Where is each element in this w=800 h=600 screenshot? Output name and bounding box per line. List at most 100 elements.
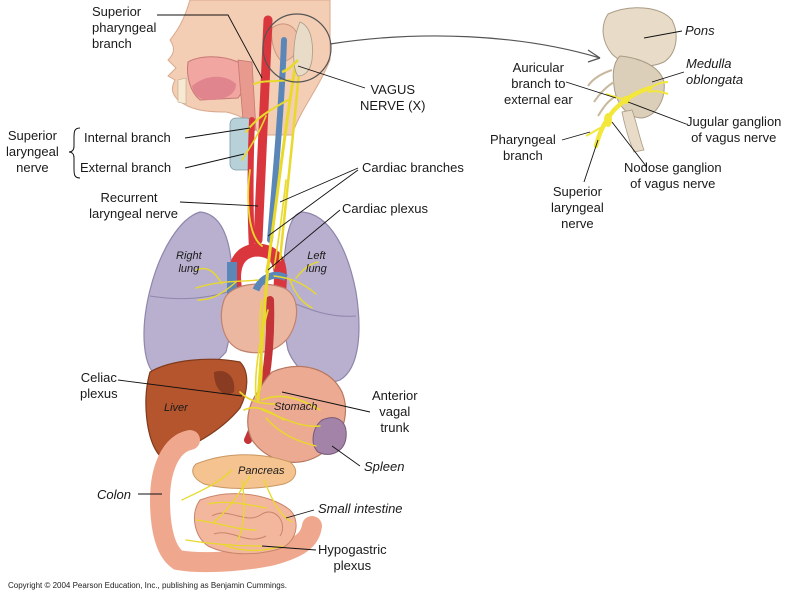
inset-auricular-branch [605, 93, 627, 101]
leader-superior-laryngeal-right [583, 139, 599, 183]
jaw-teeth [177, 77, 187, 105]
label-stomach: Stomach [274, 401, 318, 413]
leader-hypogastric [261, 545, 317, 551]
nodose-ganglion-shape [604, 113, 612, 127]
label-superior-laryngeal-nerve-inset: Superior laryngeal nerve [551, 184, 604, 232]
leader-pharyngeal [561, 131, 591, 141]
magnifier [262, 13, 601, 83]
label-liver: Liver [164, 402, 188, 414]
pancreas [192, 454, 297, 489]
intestinal-nerves [181, 469, 293, 552]
label-line: lung [178, 263, 200, 275]
label-superior-pharyngeal-branch: Superior pharyngeal branch [92, 4, 156, 52]
label-line: NERVE (X) [360, 98, 426, 113]
leader-external-branch [184, 153, 245, 169]
label-left-lung: Left lung [306, 250, 327, 276]
heart [220, 283, 298, 354]
superior-laryngeal-bracket [68, 127, 81, 179]
label-line: Pharyngeal [490, 132, 556, 147]
label-line: plexus [80, 386, 118, 401]
magnifier-inner-brainstem [293, 21, 313, 77]
label-line: nerve [16, 160, 49, 175]
label-superior-laryngeal-nerve: Superior laryngeal nerve [6, 128, 59, 176]
leader-medulla [651, 71, 685, 83]
leader-spleen [331, 445, 361, 467]
label-line: of vagus nerve [691, 130, 777, 145]
label-line: vagal [379, 404, 411, 419]
leader-cardiac-branches-2 [267, 169, 359, 237]
carotid-artery [253, 15, 273, 245]
label-line: branch to [511, 76, 566, 91]
copyright-notice: Copyright © 2004 Pearson Education, Inc.… [8, 581, 287, 590]
label-line: laryngeal nerve [89, 206, 178, 221]
leader-celiac-plexus [117, 379, 243, 397]
label-line: Jugular ganglion [686, 114, 782, 129]
stomach-nerves [261, 409, 321, 447]
brainstem-inset [585, 7, 677, 153]
cardiac-branch-nerves [265, 179, 287, 273]
label-line: VAGUS [370, 82, 416, 97]
label-line: Auricular [512, 60, 564, 75]
leader-vagus-nerve [297, 65, 366, 89]
label-pons: Pons [685, 23, 715, 38]
jugular-vein [267, 37, 287, 243]
label-line: Nodose ganglion [624, 160, 722, 175]
leader-auricular [565, 81, 617, 99]
tongue [192, 76, 236, 100]
leader-anterior-vagal [281, 391, 371, 413]
esophageal-plexus [254, 299, 269, 399]
label-colon: Colon [97, 487, 131, 502]
leader-recurrent-laryngeal [179, 201, 259, 207]
label-line: Anterior [372, 388, 418, 403]
label-line: Left [307, 250, 326, 262]
magnifier-inner-nerve [281, 59, 299, 74]
label-cardiac-plexus: Cardiac plexus [342, 201, 428, 216]
label-right-lung: Right lung [176, 250, 202, 276]
label-celiac-plexus: Celiac plexus [80, 370, 118, 402]
label-line: external ear [504, 92, 573, 107]
left-lung [282, 211, 360, 383]
cranial-nerve-stubs [587, 69, 617, 117]
pharynx [237, 59, 257, 133]
right-lung-plexus [195, 267, 259, 301]
leader-pons [643, 30, 683, 39]
label-line: plexus [333, 558, 372, 573]
leader-internal-branch [184, 127, 251, 139]
inset-pharyngeal-branch [585, 125, 605, 137]
pons-shape [602, 7, 677, 67]
pulmonary-trunk [252, 271, 288, 292]
recurrent-laryngeal-nerve [247, 169, 263, 247]
label-line: pharyngeal [92, 20, 157, 35]
label-line: Celiac [80, 370, 117, 385]
leader-cardiac-plexus [267, 209, 341, 271]
external-branch-nerve [241, 115, 267, 161]
label-line: laryngeal [551, 200, 604, 215]
label-line: Recurrent [100, 190, 158, 205]
leader-jugular [627, 101, 687, 125]
label-jugular-ganglion: Jugular ganglion of vagus nerve [686, 114, 781, 146]
leader-superior-pharyngeal [157, 14, 263, 79]
label-cardiac-branches: Cardiac branches [362, 160, 464, 175]
leader-nodose [611, 121, 647, 167]
label-line: trunk [380, 420, 410, 435]
medulla-shape [612, 55, 665, 119]
zoom-arrow [329, 35, 601, 59]
label-anterior-vagal-trunk: Anterior vagal trunk [372, 388, 418, 436]
label-pancreas: Pancreas [238, 465, 285, 477]
carotid-artery-left [247, 117, 255, 253]
label-line: nerve [561, 216, 594, 231]
left-lung-plexus [273, 261, 319, 309]
label-line: Hypogastric [318, 542, 387, 557]
label-small-intestine: Small intestine [318, 501, 403, 516]
label-line: lung [306, 263, 327, 275]
inset-vagus-rootlets [647, 81, 669, 95]
label-external-branch: External branch [80, 160, 172, 175]
label-hypogastric-plexus: Hypogastric plexus [318, 542, 387, 574]
abdomen [145, 358, 347, 573]
zoom-arrowhead [587, 49, 601, 63]
magnifier-circle [262, 13, 332, 83]
label-pharyngeal-branch: Pharyngeal branch [490, 132, 556, 164]
label-line: branch [503, 148, 543, 163]
label-line: laryngeal [6, 144, 59, 159]
